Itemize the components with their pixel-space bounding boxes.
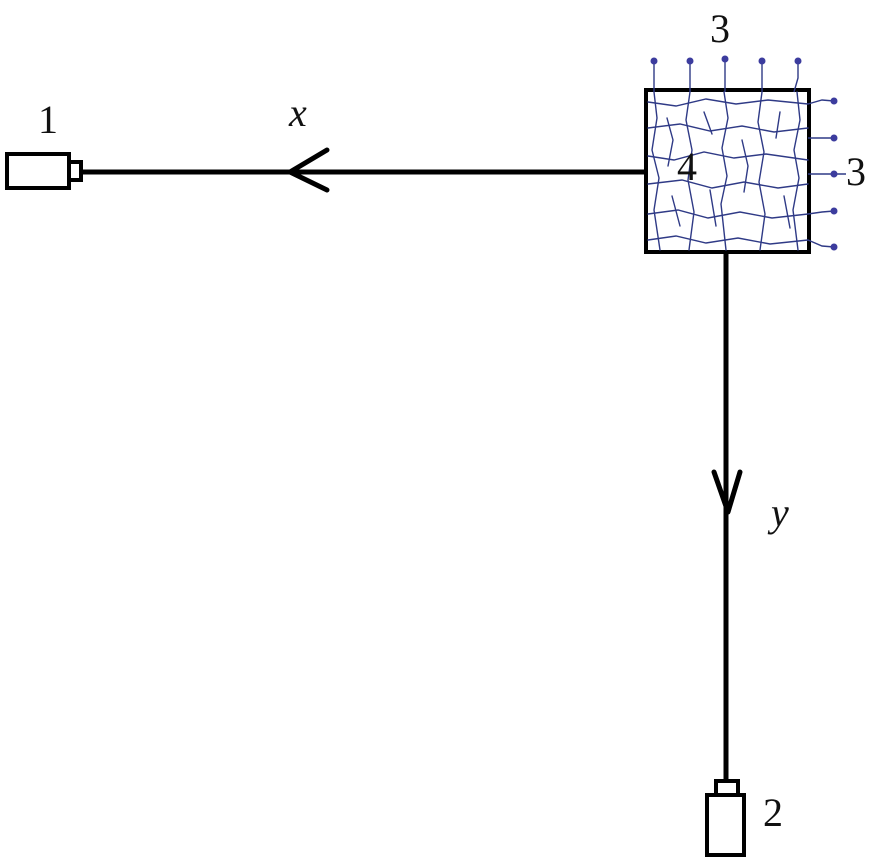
top-electrodes-label: 3	[710, 6, 730, 51]
device-1-lens	[67, 160, 83, 182]
sample	[644, 88, 811, 254]
device-1	[5, 152, 83, 190]
top-electrode	[650, 57, 658, 65]
side-electrode	[830, 97, 838, 105]
y-arrowhead	[711, 469, 743, 515]
device-2-lens	[714, 779, 740, 797]
top-electrode	[794, 57, 802, 65]
side-electrode	[830, 134, 838, 142]
x-axis-label: x	[288, 90, 307, 135]
device-2-label: 2	[763, 790, 783, 835]
device-1-label: 1	[38, 97, 58, 142]
y-axis-label: y	[767, 490, 789, 535]
side-electrode	[830, 243, 838, 251]
top-electrode	[758, 57, 766, 65]
side-electrode	[830, 207, 838, 215]
top-electrodes	[650, 55, 802, 93]
x-arrowhead	[287, 147, 330, 193]
device-2-body	[705, 793, 746, 857]
sample-label: 4	[677, 144, 697, 189]
side-electrodes	[807, 97, 846, 251]
device-2	[705, 779, 746, 857]
device-1-body	[5, 152, 71, 190]
side-electrodes-label: 3	[846, 149, 866, 194]
top-electrode	[686, 57, 694, 65]
crack-network	[647, 91, 809, 251]
side-electrode	[830, 170, 838, 178]
top-electrode	[721, 55, 729, 63]
